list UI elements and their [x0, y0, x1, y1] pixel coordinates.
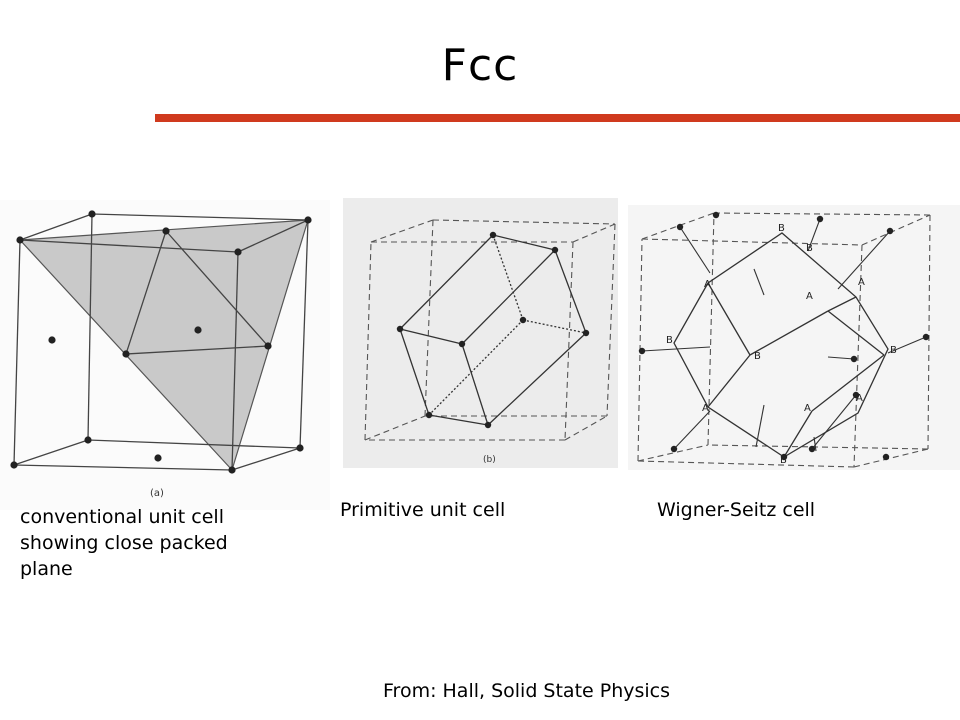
figure-b-tag: (b) — [483, 455, 496, 465]
hidden-edges — [428, 234, 587, 416]
ws-label-a4: A — [702, 403, 709, 414]
caption-primitive-cell: Primitive unit cell — [340, 499, 506, 521]
neighbor-bonds — [641, 218, 927, 452]
ws-label-b5: B — [890, 345, 897, 356]
caption-wigner-seitz-cell: Wigner-Seitz cell — [657, 499, 816, 521]
ws-label-a1: A — [704, 279, 711, 290]
slide-title: Fcc — [441, 40, 519, 91]
ws-label-b4: B — [754, 351, 761, 362]
cube-edges — [13, 213, 309, 471]
cube-outline — [364, 219, 616, 441]
ws-label-b1: B — [778, 223, 785, 234]
lattice-atoms — [396, 231, 590, 429]
source-citation: From: Hall, Solid State Physics — [383, 680, 671, 702]
primitive-cell-edges — [399, 234, 587, 426]
ws-label-b2: B — [806, 243, 813, 254]
lattice-atoms — [638, 211, 930, 461]
figure-wigner-seitz-cell: A A A A A A B B B B B B — [628, 205, 960, 470]
ws-label-a5: A — [804, 403, 811, 414]
figure-conventional-cell: (a) — [0, 200, 330, 510]
figure-a-tag: (a) — [150, 488, 164, 499]
caption-conventional-cell: conventional unit cell showing close pac… — [20, 506, 228, 580]
lattice-atoms — [10, 210, 312, 474]
ws-label-a3: A — [858, 277, 865, 288]
ws-label-b6: B — [780, 455, 787, 466]
title-rule — [155, 114, 960, 122]
ws-label-b3: B — [666, 335, 673, 346]
figure-primitive-cell: (b) — [343, 198, 618, 468]
ws-label-a6: A — [856, 393, 863, 404]
ws-label-a2: A — [806, 291, 813, 302]
cube-outline — [637, 212, 931, 468]
